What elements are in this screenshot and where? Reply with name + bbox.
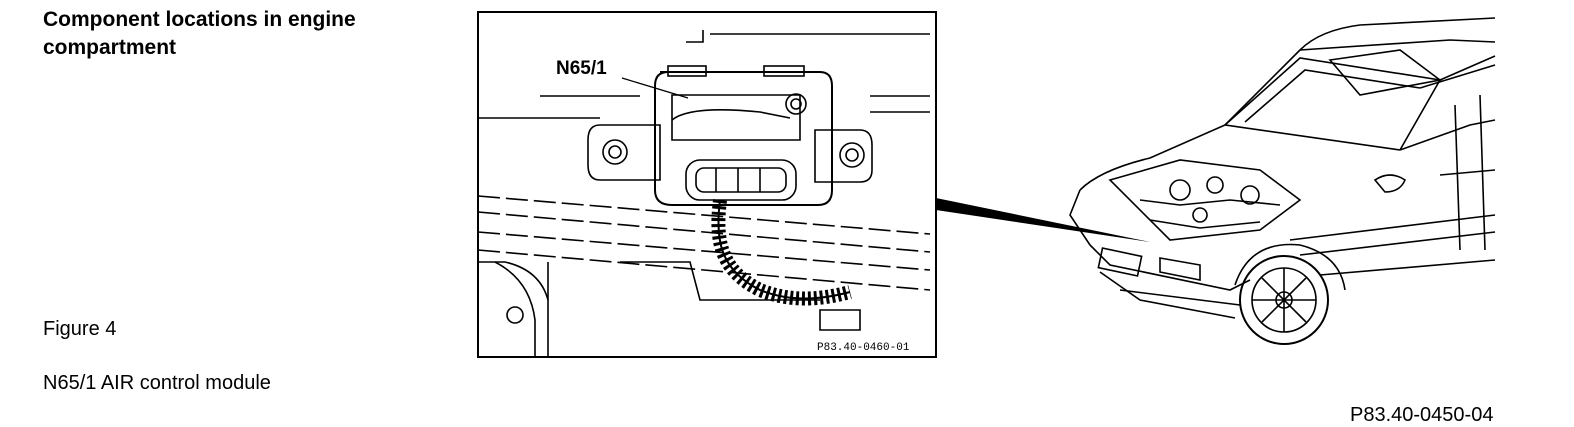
figure-label: Figure 4 xyxy=(43,318,117,340)
car-illustration xyxy=(1069,17,1496,345)
page-heading: Component locations in engine compartmen… xyxy=(43,8,356,59)
component-legend: N65/1 AIR control module xyxy=(43,372,271,394)
pointer-wedge xyxy=(936,198,1150,242)
inset-component-label: N65/1 xyxy=(556,58,607,79)
detail-inset xyxy=(477,11,937,358)
engine-compartment-illustration: N65/1 P83.40-0460-01 xyxy=(477,11,1496,358)
inset-reference: P83.40-0460-01 xyxy=(817,342,910,354)
